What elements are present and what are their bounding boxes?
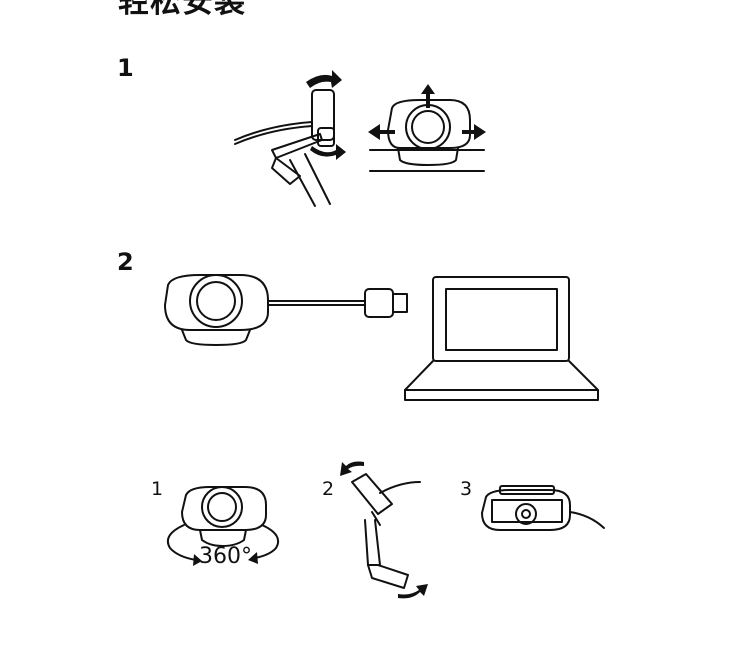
step-number-1: 1 xyxy=(117,54,134,82)
webcam-rotate-360-illustration xyxy=(166,486,280,566)
webcam-side-mount-illustration xyxy=(234,70,346,207)
webcam-front-mount-illustration xyxy=(368,84,486,172)
webcam-privacy-shutter-illustration xyxy=(481,485,605,531)
webcam-tilt-illustration xyxy=(340,461,428,599)
webcam-usb-laptop-illustration xyxy=(164,274,599,401)
substep-number-2: 2 xyxy=(322,478,335,500)
step-number-2: 2 xyxy=(117,248,134,276)
rotation-label: 360° xyxy=(199,544,252,569)
substep-number-1: 1 xyxy=(151,478,164,500)
page-title: 轻松安装 xyxy=(118,0,246,20)
substep-number-3: 3 xyxy=(460,478,473,500)
